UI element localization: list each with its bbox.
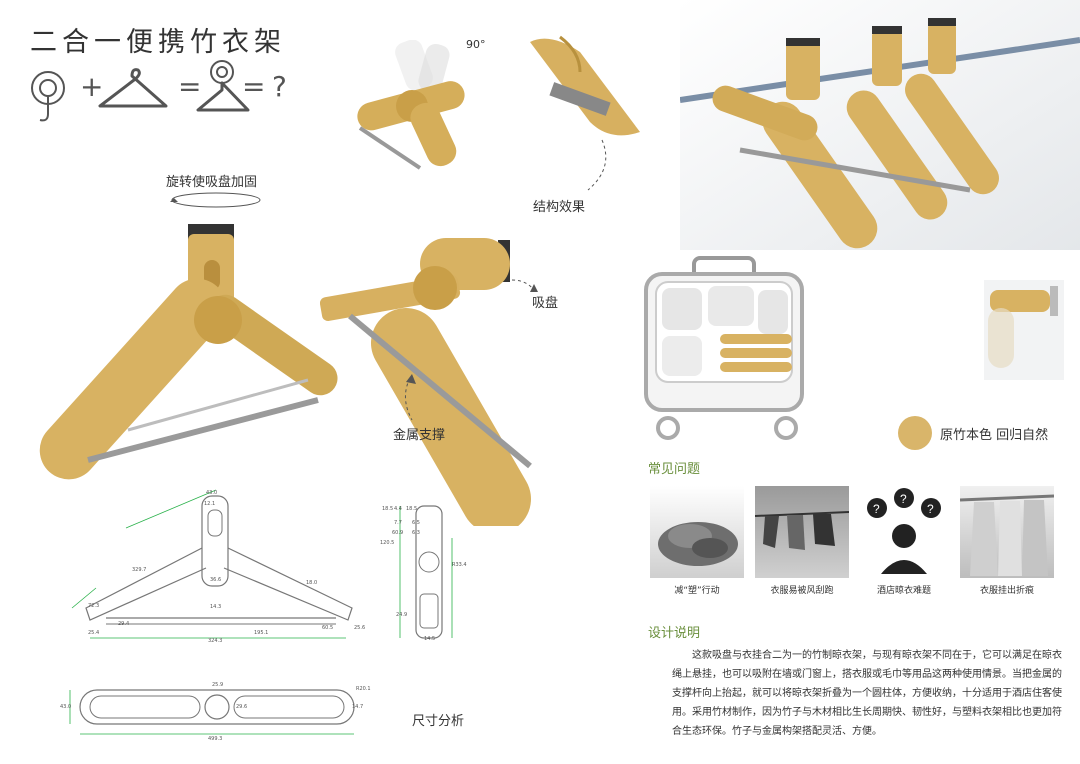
question-mark: ? <box>272 70 287 103</box>
faq-tile-hotel: ? ? ? <box>857 486 951 578</box>
svg-text:?: ? <box>900 492 907 506</box>
plus-sign: + <box>80 70 104 103</box>
suitcase-illustration <box>644 256 804 440</box>
page-title: 二合一便携竹衣架 <box>30 27 286 58</box>
dimension-analysis-label: 尺寸分析 <box>412 714 465 729</box>
faq-tile-creases <box>960 486 1054 578</box>
rope-scene-render <box>680 0 1080 250</box>
rotate-arrow-icon <box>170 192 261 208</box>
dim-side-10: 24.9 <box>396 612 408 618</box>
dim-fold-2: R20.1 <box>356 686 371 692</box>
metal-support-pointer <box>405 374 416 421</box>
design-heading: 设计说明 <box>648 626 701 641</box>
material-label: 原竹本色 回归自然 <box>940 428 1049 443</box>
dim-side-5: 7.7 <box>394 520 402 526</box>
faq-heading: 常见问题 <box>648 462 701 477</box>
dim-top-2: 12.1 <box>204 501 216 507</box>
dim-top-8: 29.4 <box>118 621 130 627</box>
faq-caption-3: 酒店晾衣难题 <box>876 586 931 596</box>
faq-tile-pellets <box>650 486 744 578</box>
dim-top-13: 25.6 <box>354 625 366 631</box>
dim-side-4: 120.5 <box>380 540 395 546</box>
dim-top-7: 18.0 <box>306 580 318 586</box>
faq-caption-4: 衣服挂出折痕 <box>979 586 1034 596</box>
design-description: 这款吸盘与衣挂合二为一的竹制晾衣架，与现有晾衣架不同在于，它可以满足在晾衣绳上悬… <box>672 650 1062 737</box>
faq-caption-1: 减“塑”行动 <box>674 586 720 596</box>
dim-top-9: 25.4 <box>88 630 100 636</box>
dim-top-1: 43.0 <box>206 490 218 496</box>
dim-top-12: 60.5 <box>322 625 334 631</box>
concept-formula: + = = ? <box>28 60 298 132</box>
faq-tile-wind <box>755 486 849 578</box>
dim-side-3: 18.5 <box>406 506 418 512</box>
dim-top-4: 36.6 <box>210 577 222 583</box>
combined-hanger-icon <box>196 60 250 112</box>
dim-side-7: 6.5 <box>412 520 420 526</box>
dim-side-9: R33.4 <box>452 562 467 568</box>
dim-top-6: 14.3 <box>210 604 222 610</box>
dim-side-1: 18.5 <box>382 506 394 512</box>
svg-text:?: ? <box>927 502 934 516</box>
svg-text:?: ? <box>873 502 880 516</box>
suction-hook-icon <box>31 71 65 122</box>
suction-cup-label: 吸盘 <box>532 296 559 311</box>
dim-top-11: 324.3 <box>208 638 223 644</box>
fold-detail-render <box>357 40 465 170</box>
dim-fold-1: 25.9 <box>212 682 224 688</box>
equals-sign: = <box>178 70 202 103</box>
dim-side-8: 6.3 <box>412 530 420 536</box>
angle-label: 90° <box>466 38 486 51</box>
structure-pointer <box>587 139 607 191</box>
dim-top-3: 329.7 <box>132 567 147 573</box>
rotate-label: 旋转使吸盘加固 <box>166 175 258 190</box>
dim-fold-5: 14.7 <box>352 704 364 710</box>
equals-sign-2: = <box>242 70 266 103</box>
metal-support-label: 金属支撑 <box>393 428 446 443</box>
dim-side-11: 14.5 <box>424 636 436 642</box>
main-hanger-render <box>39 224 338 480</box>
dim-fold-3: 43.0 <box>60 704 72 710</box>
dim-fold-6: 499.3 <box>208 736 223 742</box>
hanger-icon <box>98 68 168 108</box>
dim-side-2: 4.4 <box>394 506 402 512</box>
folded-view-drawing <box>69 689 355 735</box>
dim-fold-4: 29.6 <box>236 704 248 710</box>
faq-caption-2: 衣服易被风刮跑 <box>770 586 834 596</box>
side-view-drawing <box>399 505 453 639</box>
structure-closeup-render <box>530 35 640 136</box>
dim-top-5: 72.3 <box>88 603 100 609</box>
structure-effect-label: 结构效果 <box>533 200 586 215</box>
bamboo-color-swatch <box>898 416 932 450</box>
suction-pointer <box>511 279 538 292</box>
wall-mount-render <box>984 280 1064 380</box>
side-hanger-render <box>320 238 532 526</box>
top-view-drawing <box>71 489 353 639</box>
dim-top-10: 195.1 <box>254 630 269 636</box>
dim-side-6: 60.9 <box>392 530 404 536</box>
